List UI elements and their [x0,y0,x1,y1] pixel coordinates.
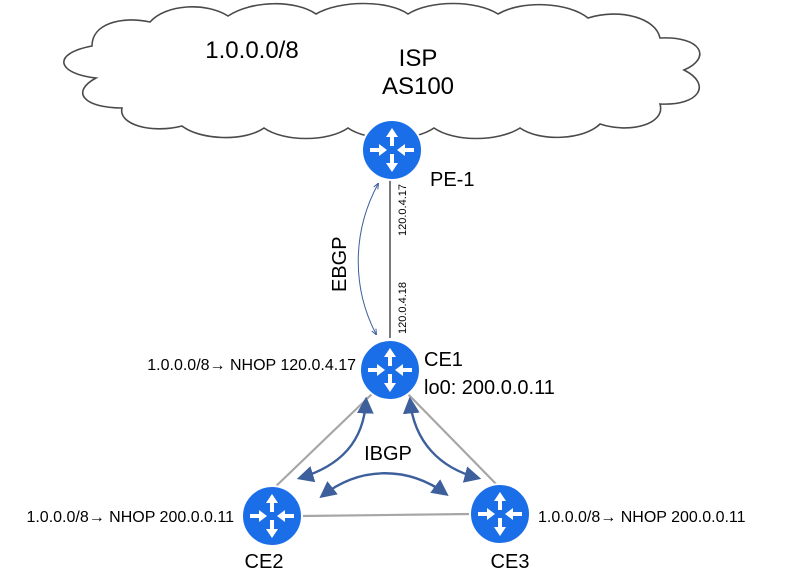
ibgp-arrow-ce2-ce3 [319,472,449,499]
isp-prefix: 1.0.0.0/8 [205,37,298,64]
pe1-interface-ip: 120.0.4.17 [397,184,409,236]
ebgp-session-arrow [357,184,378,334]
ce1-interface-ip: 120.0.4.18 [397,282,409,334]
isp-name: ISP [399,45,438,72]
router-pe1 [361,119,423,181]
ce2-route: 1.0.0.0/8→ NHOP 200.0.0.11 [26,509,234,526]
ce3-route: 1.0.0.0/8→ NHOP 200.0.0.11 [538,509,746,526]
ibgp-arrow-ce1-ce3 [402,396,482,483]
isp-cloud [63,2,701,140]
router-ce3 [469,483,531,545]
ce2-label: CE2 [245,551,284,573]
ce3-label: CE3 [491,551,530,573]
router-icon [469,483,531,545]
link-ce1-ce3 [405,391,501,489]
router-icon [361,119,423,181]
ce1-label: CE1 [424,349,463,371]
link-ce1-ce2 [271,391,375,491]
ebgp-label: EBGP [329,236,351,292]
router-icon [241,485,303,547]
link-ce2-ce3 [301,512,471,518]
isp-as-number: AS100 [382,73,454,100]
ce1-loopback: lo0: 200.0.0.11 [424,377,555,399]
ibgp-arrow-ce1-ce2 [296,396,374,483]
ce1-route: 1.0.0.0/8→ NHOP 120.0.4.17 [147,357,356,374]
ibgp-label: IBGP [364,443,412,465]
router-icon [359,339,421,401]
router-ce1 [359,339,421,401]
pe1-label: PE-1 [430,169,474,191]
router-ce2 [241,485,303,547]
